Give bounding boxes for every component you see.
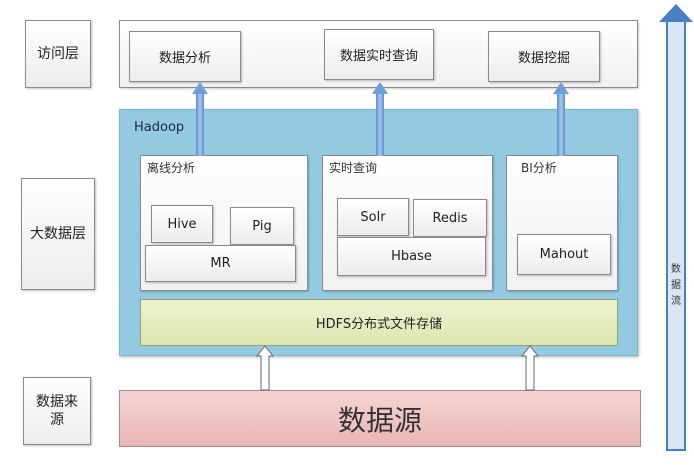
layer-label-access: 访问层 <box>25 20 91 88</box>
component-pig-text: Pig <box>252 218 272 234</box>
panel-realtime-query-title: 实时查询 <box>329 161 378 175</box>
data-source-bar: 数据源 <box>119 390 641 447</box>
hdfs-storage-text: HDFS分布式文件存储 <box>315 317 443 332</box>
component-pig: Pig <box>230 207 294 245</box>
component-mr-text: MR <box>210 256 231 271</box>
component-solr-text: Solr <box>360 209 386 225</box>
panel-offline-analysis-title: 离线分析 <box>147 161 196 175</box>
layer-label-access-text: 访问层 <box>37 46 79 62</box>
component-hbase-text: Hbase <box>391 249 432 264</box>
hadoop-title: Hadoop <box>134 120 185 135</box>
app-box-data-analysis: 数据分析 <box>129 31 241 82</box>
app-box-realtime-query: 数据实时查询 <box>324 29 434 80</box>
layer-label-source: 数据来源 <box>23 377 91 445</box>
component-mahout-text: Mahout <box>539 247 589 262</box>
component-redis: Redis <box>413 199 487 237</box>
hdfs-storage-bar: HDFS分布式文件存储 <box>140 299 618 346</box>
component-hive: Hive <box>151 205 213 243</box>
component-mahout: Mahout <box>517 234 611 275</box>
component-hbase: Hbase <box>337 237 486 276</box>
app-box-realtime-query-text: 数据实时查询 <box>339 49 418 64</box>
layer-label-bigdata-text: 大数据层 <box>30 226 86 242</box>
component-mr: MR <box>145 245 296 282</box>
app-box-data-mining-text: 数据挖掘 <box>517 51 570 66</box>
data-flow-label: 数据流 <box>671 264 681 307</box>
layer-label-bigdata: 大数据层 <box>21 178 95 290</box>
data-source-text: 数据源 <box>337 403 422 437</box>
app-box-data-mining: 数据挖掘 <box>488 31 600 82</box>
component-redis-text: Redis <box>432 210 468 226</box>
app-box-data-analysis-text: 数据分析 <box>158 51 211 66</box>
component-hive-text: Hive <box>167 216 197 232</box>
panel-bi-analysis-title: BI分析 <box>521 161 557 175</box>
data-flow-arrow <box>659 4 693 451</box>
component-solr: Solr <box>337 198 409 236</box>
layer-label-source-text: 数据来源 <box>36 394 78 428</box>
